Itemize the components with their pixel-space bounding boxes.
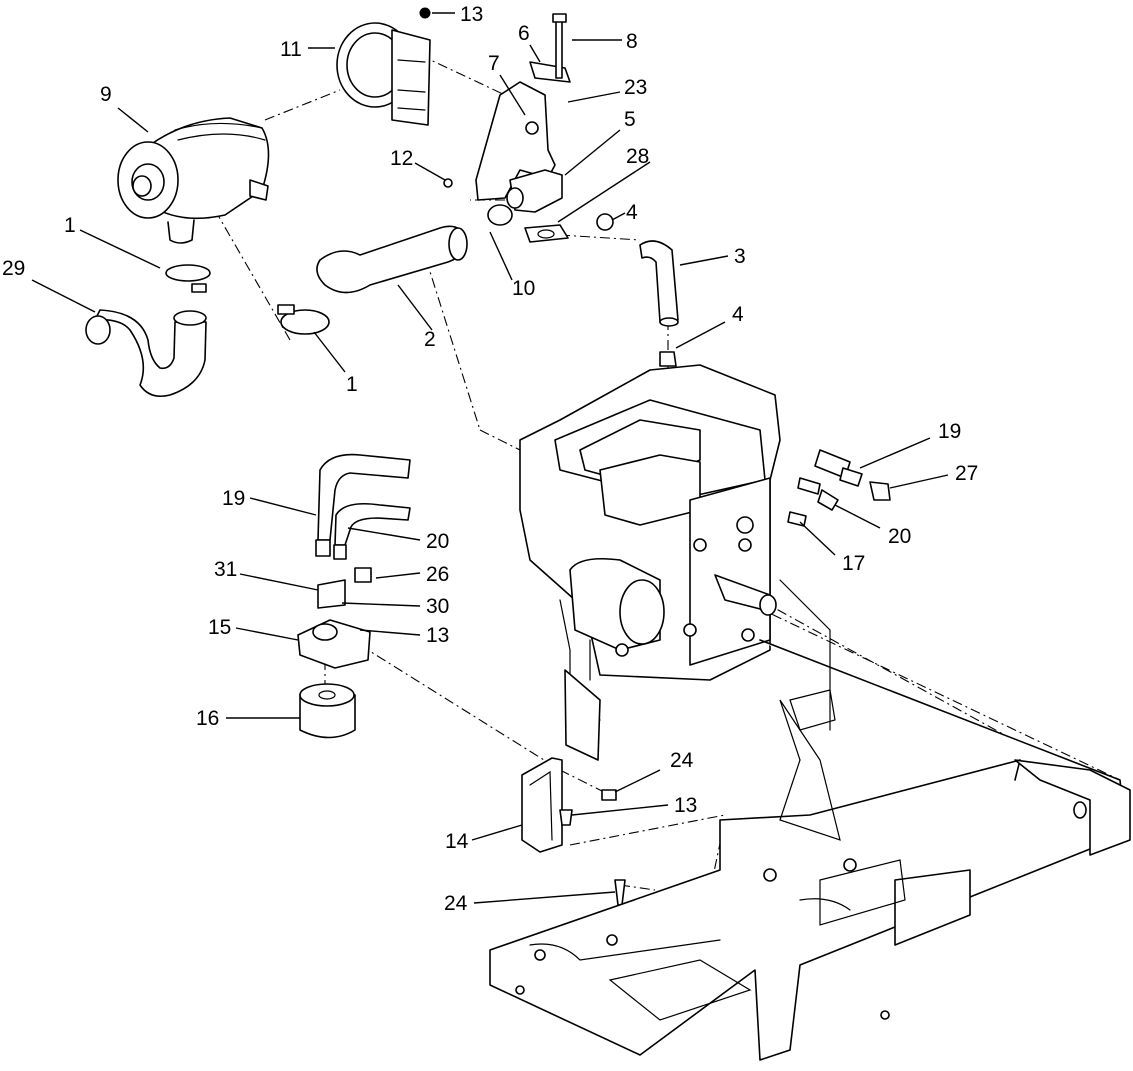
callout-13-filter: 13 — [426, 624, 449, 647]
callout-31: 31 — [214, 558, 237, 581]
callout-7: 7 — [488, 52, 500, 75]
callout-6: 6 — [518, 22, 530, 45]
callout-1: 1 — [64, 214, 76, 237]
callout-16: 16 — [196, 707, 219, 730]
mounting-bracket-assembly — [419, 7, 571, 243]
callout-20-right: 20 — [888, 525, 911, 548]
engine-assembly — [519, 364, 781, 721]
hose-clamps — [165, 204, 677, 367]
callout-9: 9 — [100, 83, 112, 106]
callout-14: 14 — [445, 830, 469, 853]
callout-13-bracket: 13 — [674, 794, 697, 817]
callout-24-upper: 24 — [670, 749, 694, 772]
callout-15: 15 — [208, 616, 231, 639]
callout-leader-lines — [31, 12, 949, 904]
fuel-filter-group — [297, 453, 411, 739]
callout-17: 17 — [842, 552, 865, 575]
outlet-hose-29 — [85, 309, 207, 398]
callout-4: 4 — [626, 201, 638, 224]
callout-8: 8 — [626, 30, 638, 53]
callout-20-left: 20 — [426, 530, 449, 553]
air-cleaner-mounting-band — [336, 22, 431, 126]
callout-5: 5 — [624, 108, 636, 131]
callout-23: 23 — [624, 76, 647, 99]
callout-28: 28 — [626, 145, 649, 168]
fuel-lines-right — [787, 449, 891, 527]
callout-19-left: 19 — [222, 487, 245, 510]
callout-24-lower: 24 — [444, 892, 468, 915]
callout-12: 12 — [390, 147, 413, 170]
callout-13: 13 — [460, 3, 483, 26]
callout-11: 11 — [280, 38, 302, 61]
chassis-frame — [489, 579, 1131, 1061]
callout-30: 30 — [426, 595, 449, 618]
callout-labels: 13 11 6 8 9 7 23 5 12 28 4 3 1 10 29 2 4… — [2, 3, 978, 915]
filter-bracket-14 — [521, 757, 626, 906]
breather-hose-3 — [639, 240, 679, 327]
callout-26: 26 — [426, 563, 449, 586]
intake-hose-2 — [316, 225, 468, 294]
callout-19-right: 19 — [938, 420, 961, 443]
callout-1-lower: 1 — [346, 373, 358, 396]
callout-3: 3 — [734, 245, 746, 268]
callout-29: 29 — [2, 257, 25, 280]
air-cleaner-assembly — [117, 117, 270, 244]
callout-10: 10 — [512, 277, 535, 300]
callout-27: 27 — [955, 462, 978, 485]
callout-4-lower: 4 — [732, 303, 744, 326]
callout-2: 2 — [424, 328, 436, 351]
